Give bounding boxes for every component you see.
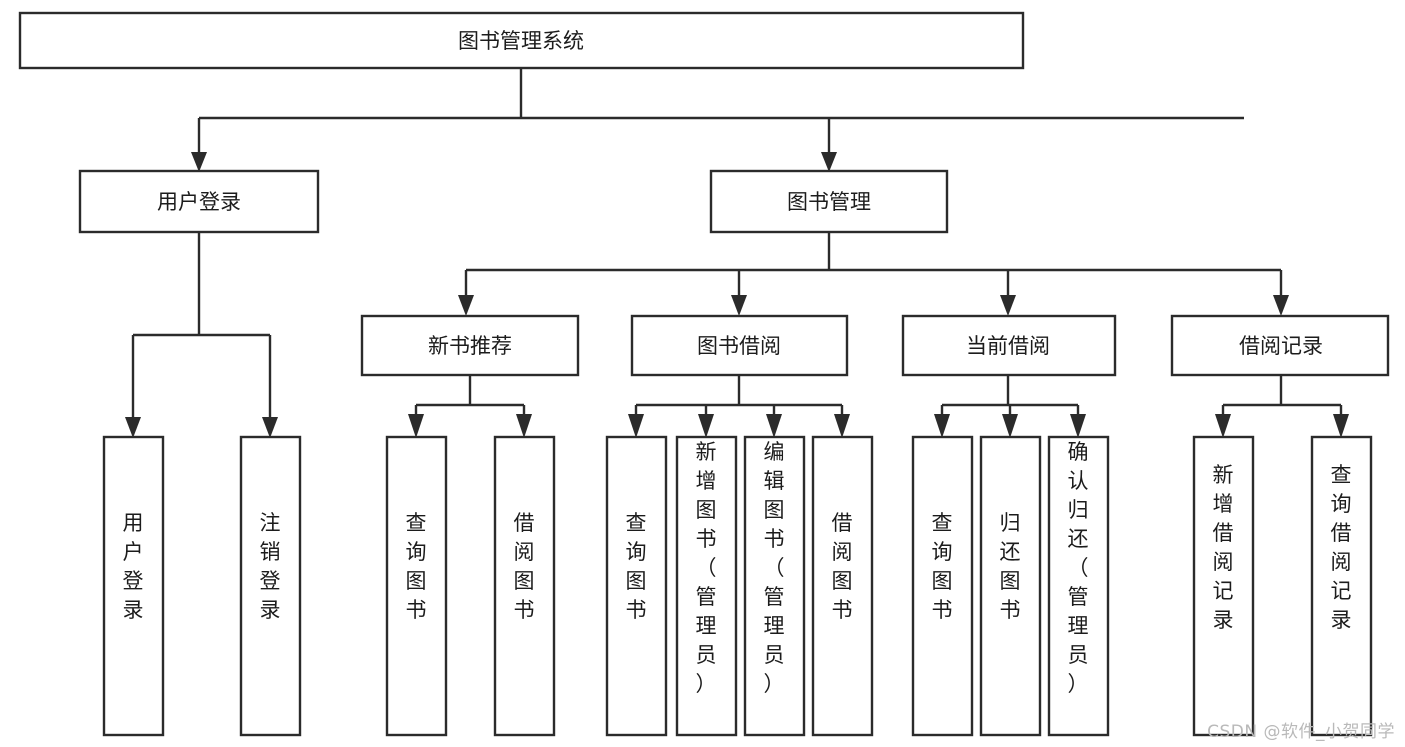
node-borrow-record[interactable]: 借阅记录	[1170, 314, 1390, 377]
arrow-book-borrow-leaf-1	[698, 414, 714, 438]
node-current-borrow[interactable]: 当前借阅	[901, 314, 1117, 377]
node-new-book-recommend-box[interactable]	[360, 314, 580, 377]
arrow-to-current-borrow	[1000, 295, 1016, 316]
leaf-current-borrow-1[interactable]: 归还图书	[979, 435, 1042, 737]
node-current-borrow-box[interactable]	[901, 314, 1117, 377]
node-book-management-box[interactable]	[709, 169, 949, 234]
leaf-book-borrow-2[interactable]: 编辑图书（管理员）	[743, 435, 806, 737]
node-book-management[interactable]: 图书管理	[709, 169, 949, 234]
node-book-borrow-label: 图书借阅	[697, 334, 781, 358]
leaf-book-borrow-1-label: 新增图书（管理员）	[696, 440, 717, 696]
leaf-user-login-0-label: 用户登录	[123, 511, 144, 622]
leaf-new-book-0-label: 查询图书	[406, 511, 427, 622]
leaf-current-borrow-1-box[interactable]	[979, 435, 1042, 737]
leaf-book-borrow-1[interactable]: 新增图书（管理员）	[675, 435, 738, 737]
leaf-current-borrow-2-label: 确认归还（管理员）	[1068, 440, 1089, 696]
leaf-current-borrow-0-label: 查询图书	[932, 511, 953, 622]
arrow-current-borrow-leaf-1	[1002, 414, 1018, 438]
node-root-label: 图书管理系统	[458, 29, 584, 53]
leaf-book-borrow-2-label: 编辑图书（管理员）	[764, 440, 785, 696]
node-borrow-record-box[interactable]	[1170, 314, 1390, 377]
leaf-book-borrow-3[interactable]: 借阅图书	[811, 435, 874, 737]
arrow-to-book-mgmt	[821, 152, 837, 172]
leaf-borrow-record-1-label: 查询借阅记录	[1331, 463, 1352, 632]
arrow-current-borrow-leaf-0	[934, 414, 950, 438]
leaf-new-book-1-label: 借阅图书	[514, 511, 535, 622]
node-new-book-recommend[interactable]: 新书推荐	[360, 314, 580, 377]
leaf-current-borrow-0-box[interactable]	[911, 435, 974, 737]
leaf-book-borrow-3-label: 借阅图书	[832, 511, 853, 622]
leaf-user-login-0[interactable]: 用户登录	[102, 435, 165, 737]
leaf-book-borrow-3-box[interactable]	[811, 435, 874, 737]
arrow-to-user-login	[191, 152, 207, 172]
arrow-borrow-record-leaf-0	[1215, 414, 1231, 438]
node-book-borrow-box[interactable]	[630, 314, 849, 377]
arrow-new-book-leaf-1	[516, 414, 532, 438]
leaf-user-login-0-box[interactable]	[102, 435, 165, 737]
arrow-user-login-leaf-1	[262, 417, 278, 438]
leaf-new-book-0[interactable]: 查询图书	[385, 435, 448, 737]
node-user-login[interactable]: 用户登录	[78, 169, 320, 234]
node-root[interactable]: 图书管理系统	[18, 11, 1025, 70]
arrow-book-borrow-leaf-0	[628, 414, 644, 438]
leaf-current-borrow-2-box[interactable]	[1047, 435, 1110, 737]
node-book-management-label: 图书管理	[787, 190, 871, 214]
arrow-to-book-borrow	[731, 295, 747, 316]
leaf-user-login-1-label: 注销登录	[260, 511, 281, 622]
leaf-book-borrow-0[interactable]: 查询图书	[605, 435, 668, 737]
arrow-user-login-leaf-0	[125, 417, 141, 438]
node-book-borrow[interactable]: 图书借阅	[630, 314, 849, 377]
leaf-borrow-record-1-box[interactable]	[1310, 435, 1373, 737]
csdn-watermark: CSDN @软件_小贺同学	[1207, 722, 1395, 742]
leaf-new-book-1[interactable]: 借阅图书	[493, 435, 556, 737]
arrow-borrow-record-leaf-1	[1333, 414, 1349, 438]
leaf-new-book-0-box[interactable]	[385, 435, 448, 737]
leaf-borrow-record-0-label: 新增借阅记录	[1213, 463, 1234, 632]
arrow-book-borrow-leaf-3	[834, 414, 850, 438]
edges-layer	[125, 68, 1349, 438]
leaf-book-borrow-0-label: 查询图书	[626, 511, 647, 622]
arrow-current-borrow-leaf-2	[1070, 414, 1086, 438]
node-current-borrow-label: 当前借阅	[966, 334, 1050, 358]
node-root-box[interactable]	[18, 11, 1025, 70]
arrow-book-borrow-leaf-2	[766, 414, 782, 438]
leaf-borrow-record-1[interactable]: 查询借阅记录	[1310, 435, 1373, 737]
leaf-book-borrow-1-box[interactable]	[675, 435, 738, 737]
leaf-book-borrow-2-box[interactable]	[743, 435, 806, 737]
leaf-book-borrow-0-box[interactable]	[605, 435, 668, 737]
leaf-user-login-1-box[interactable]	[239, 435, 302, 737]
node-user-login-box[interactable]	[78, 169, 320, 234]
arrow-new-book-leaf-0	[408, 414, 424, 438]
leaf-borrow-record-0-box[interactable]	[1192, 435, 1255, 737]
leaf-borrow-record-0[interactable]: 新增借阅记录	[1192, 435, 1255, 737]
node-borrow-record-label: 借阅记录	[1239, 334, 1323, 358]
node-user-login-label: 用户登录	[157, 190, 241, 214]
node-new-book-recommend-label: 新书推荐	[428, 334, 512, 358]
leaf-new-book-1-box[interactable]	[493, 435, 556, 737]
leaf-user-login-1[interactable]: 注销登录	[239, 435, 302, 737]
leaf-current-borrow-1-label: 归还图书	[1000, 511, 1021, 622]
leaf-current-borrow-0[interactable]: 查询图书	[911, 435, 974, 737]
leaf-current-borrow-2[interactable]: 确认归还（管理员）	[1047, 435, 1110, 737]
arrow-to-borrow-record	[1273, 295, 1289, 316]
arrow-to-new-book	[458, 295, 474, 316]
